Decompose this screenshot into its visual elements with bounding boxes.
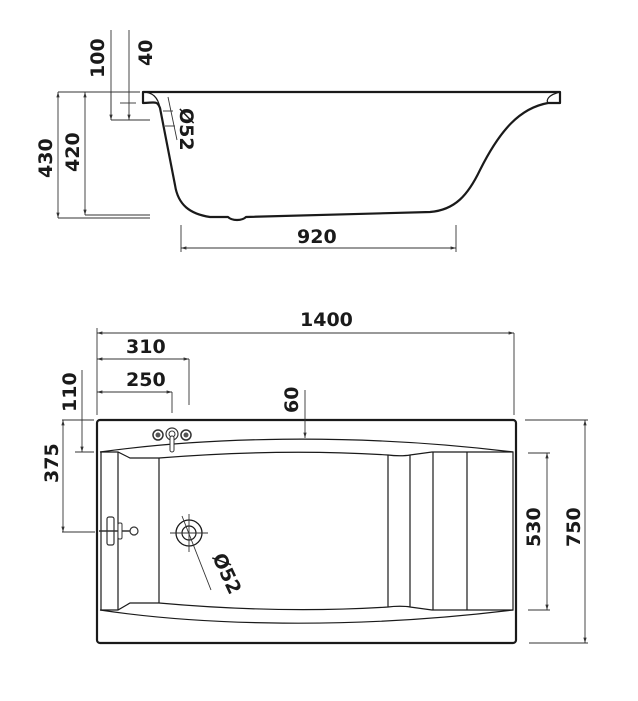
basin-bottom-edge <box>99 609 514 624</box>
dim-250-label: 250 <box>126 369 166 391</box>
dim-750-label: 750 <box>563 507 585 547</box>
side-overflow-diameter-label: Ø52 <box>175 108 197 151</box>
side-view: Ø52 100 40 430 420 920 <box>35 30 562 252</box>
dim-420-label: 420 <box>62 132 84 172</box>
overflow-handle-icon <box>99 516 139 546</box>
faucet-icon <box>152 427 192 453</box>
basin-top-edge <box>99 438 514 453</box>
tub-outer-rim <box>95 418 518 645</box>
dim-530-label: 530 <box>523 507 545 547</box>
basin-inner-outline <box>100 451 514 611</box>
top-view: Ø52 1400 310 250 60 110 375 530 750 <box>41 309 588 645</box>
drain-diameter-label: Ø52 <box>207 550 245 598</box>
dim-100-label: 100 <box>87 38 109 78</box>
left-rim-curl <box>142 91 161 109</box>
dim-310-label: 310 <box>126 336 166 358</box>
dim-920-label: 920 <box>297 226 337 248</box>
dim-1400-label: 1400 <box>300 309 353 331</box>
dim-110-label: 110 <box>59 372 81 412</box>
dim-60-label: 60 <box>281 387 303 413</box>
drain-icon <box>170 514 212 591</box>
right-rim-curl <box>546 91 561 104</box>
dim-375-label: 375 <box>41 443 63 483</box>
side-overflow-marker <box>163 96 178 141</box>
dim-40-label: 40 <box>135 40 157 66</box>
dim-430-label: 430 <box>35 138 57 178</box>
side-profile-outline <box>141 90 562 222</box>
